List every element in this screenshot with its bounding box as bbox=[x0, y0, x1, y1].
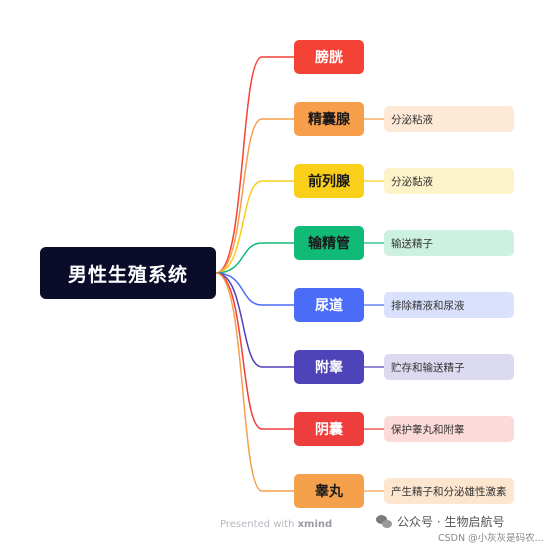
branch-note[interactable]: 输送精子 bbox=[384, 230, 514, 256]
branch-topic[interactable]: 膀胱 bbox=[294, 40, 364, 74]
branch-topic[interactable]: 精囊腺 bbox=[294, 102, 364, 136]
branch-note[interactable]: 排除精液和尿液 bbox=[384, 292, 514, 318]
branch-connector bbox=[215, 118, 294, 274]
branch-connector bbox=[215, 242, 294, 274]
branch-connector bbox=[215, 272, 294, 368]
branch-note[interactable]: 产生精子和分泌雄性激素 bbox=[384, 478, 514, 504]
csdn-watermark: CSDN @小灰灰是码农... bbox=[438, 533, 544, 544]
branch-topic[interactable]: 睾丸 bbox=[294, 474, 364, 508]
branch-connector bbox=[215, 56, 294, 274]
branch-connector bbox=[215, 272, 294, 492]
branch-note[interactable]: 保护睾丸和附睾 bbox=[384, 416, 514, 442]
root-topic[interactable]: 男性生殖系统 bbox=[40, 247, 216, 299]
branch-note[interactable]: 分泌粘液 bbox=[384, 106, 514, 132]
branch-topic[interactable]: 尿道 bbox=[294, 288, 364, 322]
xmind-brand: xmind bbox=[297, 519, 333, 530]
watermark-text: 公众号 · 生物启航号 bbox=[397, 515, 505, 529]
branch-topic[interactable]: 前列腺 bbox=[294, 164, 364, 198]
branch-topic[interactable]: 附睾 bbox=[294, 350, 364, 384]
branch-note[interactable]: 分泌黏液 bbox=[384, 168, 514, 194]
presented-text: Presented with bbox=[220, 519, 295, 530]
branch-topic[interactable]: 输精管 bbox=[294, 226, 364, 260]
branch-note[interactable]: 贮存和输送精子 bbox=[384, 354, 514, 380]
branch-connector bbox=[215, 272, 294, 430]
wechat-icon bbox=[376, 514, 393, 529]
wechat-watermark: 公众号 · 生物启航号 bbox=[376, 513, 504, 530]
branch-connector bbox=[215, 180, 294, 274]
branch-topic[interactable]: 阴囊 bbox=[294, 412, 364, 446]
presented-with-footer: Presented with xmind bbox=[220, 519, 332, 530]
branch-connector bbox=[215, 272, 294, 306]
